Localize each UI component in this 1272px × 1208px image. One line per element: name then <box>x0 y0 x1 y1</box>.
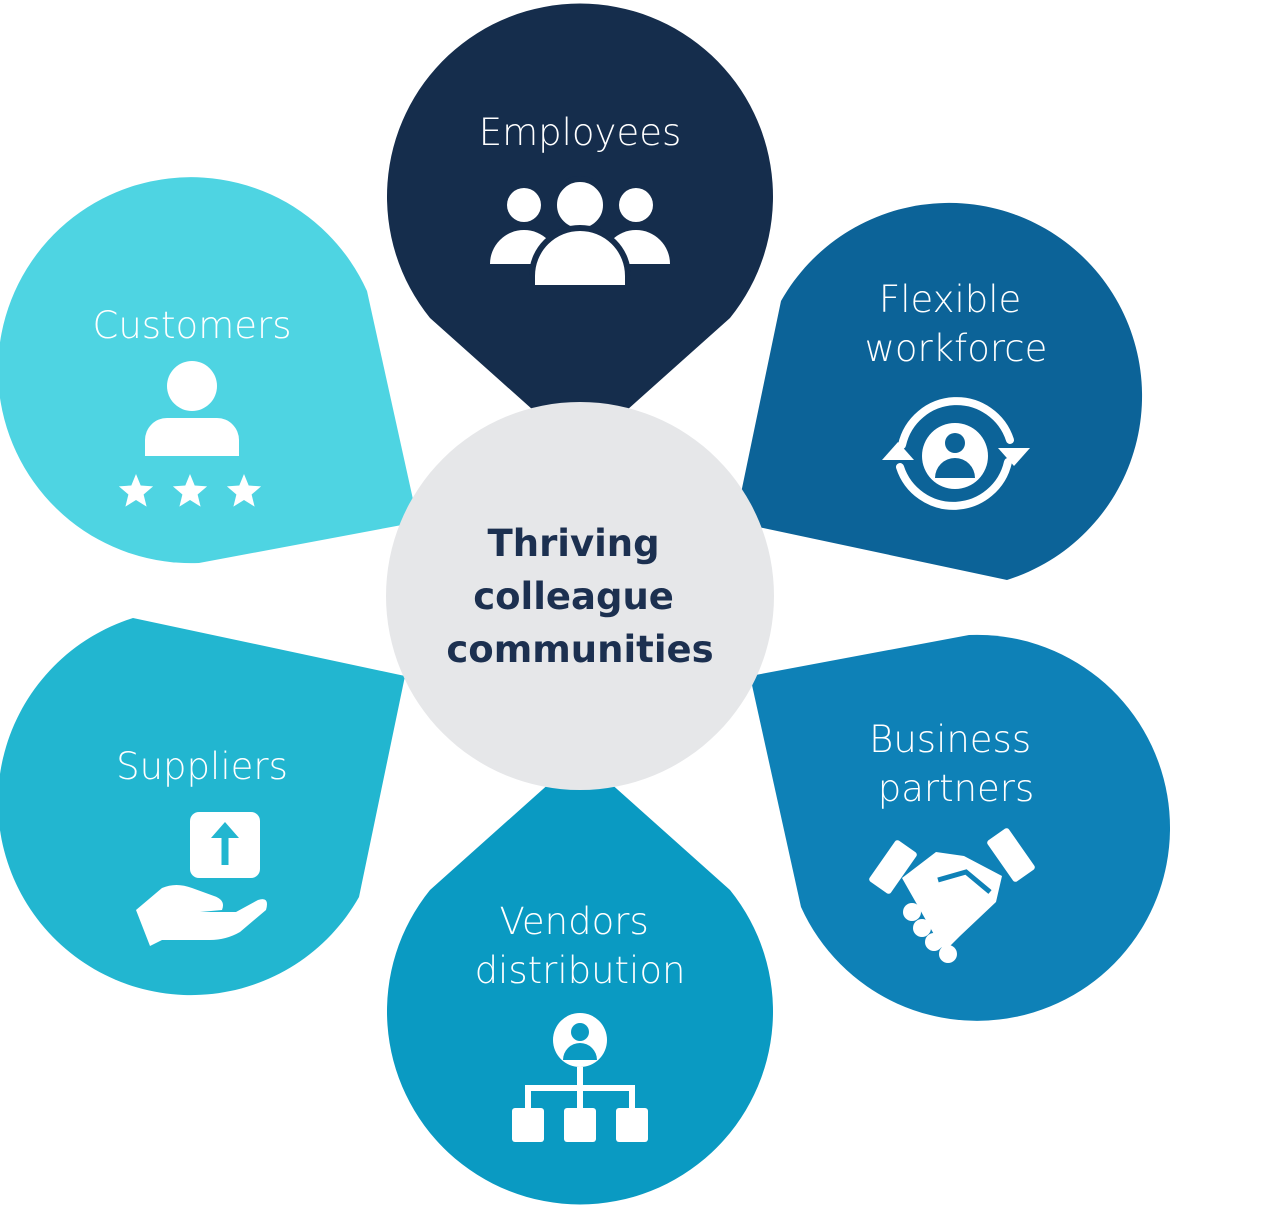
petal-flexible-workforce-shape <box>735 202 1143 580</box>
petal-flexible-workforce: Flexible workforce <box>735 202 1143 580</box>
customer-rating-icon <box>118 361 262 507</box>
petal-business-partners: Business partners <box>750 634 1171 1021</box>
petal-vendors-distribution-shape <box>386 756 773 1205</box>
center-title: Thriving colleague communities <box>446 522 713 671</box>
petal-business-partners-shape <box>750 634 1171 1021</box>
petal-customers: Customers <box>0 177 418 564</box>
org-hierarchy-icon <box>512 1013 648 1142</box>
people-group-icon <box>490 176 670 291</box>
petal-flexible-workforce-label: Flexible workforce <box>865 278 1048 370</box>
handshake-icon <box>869 828 1035 963</box>
petal-employees: Employees <box>387 3 773 453</box>
center-hub: Thriving colleague communities <box>386 402 774 790</box>
hand-box-icon <box>136 812 267 946</box>
star-icon <box>226 474 262 507</box>
person-rotate-icon <box>882 397 1030 510</box>
petal-customers-label: Customers <box>92 304 291 347</box>
petal-business-partners-label: Business partners <box>869 718 1043 810</box>
petal-vendors-distribution-label: Vendors distribution <box>475 900 686 992</box>
petal-suppliers-label: Suppliers <box>116 745 288 788</box>
petal-employees-label: Employees <box>479 111 682 154</box>
star-icon <box>118 474 154 507</box>
petal-suppliers: Suppliers <box>0 618 405 996</box>
petal-suppliers-shape <box>0 618 405 996</box>
center-circle <box>386 402 774 790</box>
star-icon <box>172 474 208 507</box>
petal-vendors-distribution: Vendors distribution <box>386 756 773 1205</box>
